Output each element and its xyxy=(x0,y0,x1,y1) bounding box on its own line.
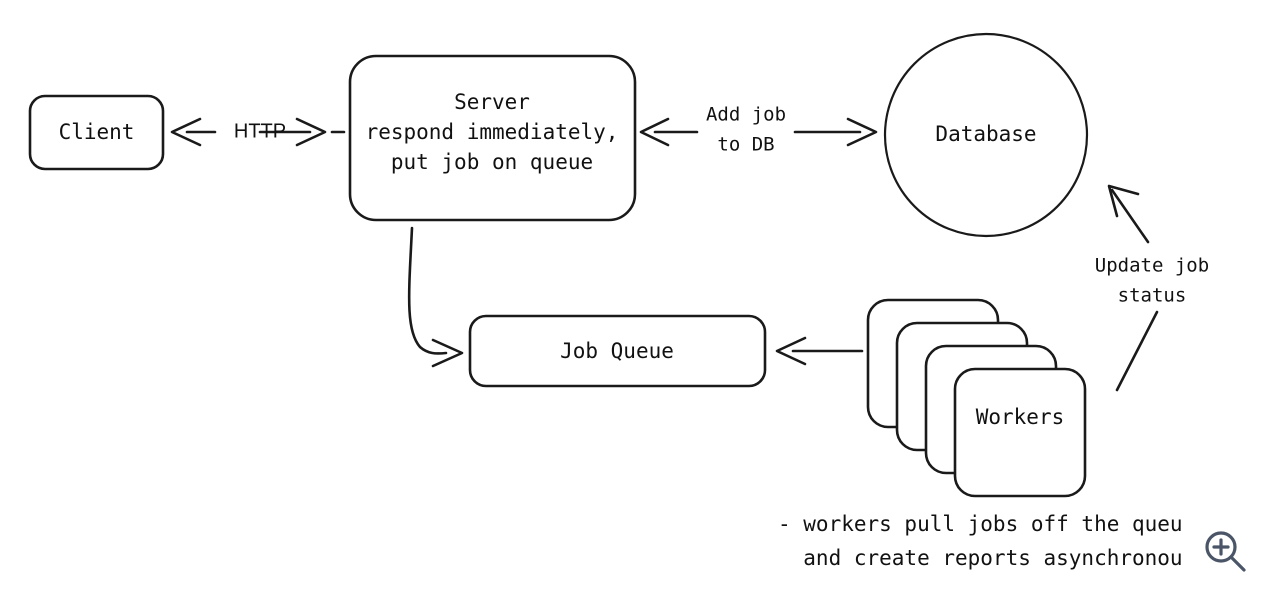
edge-server-queue xyxy=(407,226,464,368)
node-job-queue-shape[interactable] xyxy=(468,314,767,388)
node-workers[interactable]: Workers xyxy=(866,298,1087,498)
node-client-shape[interactable] xyxy=(28,94,165,171)
note-block: - workers pull jobs off the queu and cre… xyxy=(778,512,1183,570)
edge-server-queue-arrowhead xyxy=(431,338,464,368)
edge-workers-queue xyxy=(775,336,864,366)
edge-workers-queue-arrowhead xyxy=(775,336,807,366)
edge-server-database-arrowhead-left xyxy=(639,117,670,147)
node-job-queue-label: Job Queue xyxy=(560,339,674,363)
edge-server-queue-path xyxy=(407,226,448,355)
edge-client-server-arrowhead-right xyxy=(295,117,327,147)
edge-server-database: Add job to DB xyxy=(639,104,878,156)
node-workers-card-1[interactable] xyxy=(953,367,1087,498)
edge-workers-database-line-lower xyxy=(1115,310,1159,392)
node-server[interactable]: Server respond immediately, put job on q… xyxy=(348,54,637,222)
edge-server-database-arrowhead-right xyxy=(846,117,878,147)
edge-label-update-job-line2: status xyxy=(1118,285,1187,307)
node-job-queue[interactable]: Job Queue xyxy=(468,314,767,388)
edge-workers-database-line-upper xyxy=(1110,188,1150,244)
note-line-1: - workers pull jobs off the queu xyxy=(778,512,1183,536)
node-server-label-line3: put job on queue xyxy=(391,150,593,174)
edge-label-http: HTTP xyxy=(234,120,286,142)
edge-label-add-job-line1: Add job xyxy=(706,104,786,126)
edge-client-server: HTTP xyxy=(170,117,346,147)
node-server-shape[interactable] xyxy=(348,54,637,222)
edge-label-update-job-line1: Update job xyxy=(1095,255,1209,277)
edge-workers-database: Update job status xyxy=(1095,184,1209,392)
node-database-shape[interactable] xyxy=(883,32,1089,238)
node-server-label-line1: Server xyxy=(454,90,530,114)
node-client[interactable]: Client xyxy=(28,94,165,171)
edge-client-server-arrowhead-left xyxy=(170,117,202,147)
note-line-2: and create reports asynchronou xyxy=(778,546,1183,570)
edge-workers-database-arrowhead xyxy=(1107,184,1140,218)
node-database[interactable]: Database xyxy=(883,32,1089,238)
zoom-in-magnifier-icon xyxy=(1205,531,1246,572)
node-workers-label: Workers xyxy=(976,405,1065,429)
node-client-label: Client xyxy=(59,120,135,144)
edge-label-add-job-line2: to DB xyxy=(717,134,774,156)
node-server-label-line2: respond immediately, xyxy=(366,120,619,144)
node-database-label: Database xyxy=(935,122,1036,146)
